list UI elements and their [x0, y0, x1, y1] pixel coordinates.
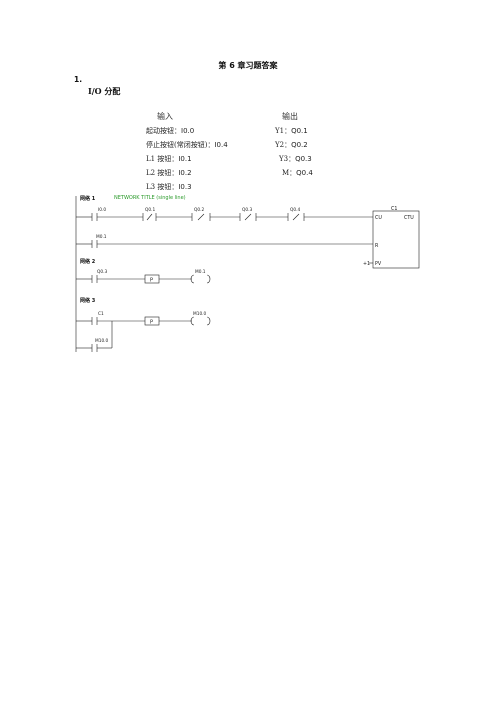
counter-cu-pin: CU [375, 215, 382, 221]
counter-pv-value: +1 [363, 261, 370, 267]
section-title: I/O 分配 [88, 86, 121, 96]
contact-label: C1 [98, 311, 104, 317]
network-1-label: 网络 1 [80, 196, 96, 202]
io-output-row: Y2：Q0.2 [275, 141, 308, 149]
edge-p-label: P [150, 278, 153, 284]
contact-label: I0.0 [98, 207, 106, 213]
page-title: 第 6 章习题答案 [218, 61, 278, 70]
contact-label: Q0.3 [242, 207, 252, 213]
contact-label: M0.1 [96, 234, 107, 240]
counter-r-pin: R [375, 243, 379, 249]
io-output-row: M：Q0.4 [282, 169, 313, 177]
contact-label: Q0.4 [290, 207, 300, 213]
network-1-title: NETWORK TITLE (single line) [114, 195, 186, 201]
contact-label: Q0.2 [194, 207, 204, 213]
coil-label: M10.0 [193, 311, 207, 317]
counter-pv-pin: PV [375, 261, 382, 267]
io-output-row: Y3：Q0.3 [279, 155, 312, 163]
counter-name: C1 [391, 206, 397, 212]
coil-label: M0.1 [195, 269, 206, 275]
contact-label: M10.0 [95, 338, 109, 344]
io-input-row: L2 按钮：I0.2 [146, 169, 192, 177]
network-3-label: 网络 3 [80, 298, 96, 304]
io-input-row: L1 按钮：I0.1 [146, 155, 192, 163]
edge-p-label: P [150, 320, 153, 326]
io-input-row: 起动按钮：I0.0 [146, 127, 195, 135]
io-input-header: 输入 [157, 112, 173, 121]
counter-type: CTU [404, 215, 414, 221]
io-input-row: 停止按钮(常闭按钮)：I0.4 [146, 141, 228, 149]
section-number: 1. [74, 75, 83, 84]
io-input-row: L3 按钮：I0.3 [146, 183, 192, 191]
contact-label: Q0.1 [145, 207, 155, 213]
io-output-row: Y1：Q0.1 [275, 127, 308, 135]
network-2-label: 网络 2 [80, 259, 96, 265]
contact-label: Q0.3 [97, 269, 107, 275]
io-output-header: 输出 [282, 112, 298, 121]
